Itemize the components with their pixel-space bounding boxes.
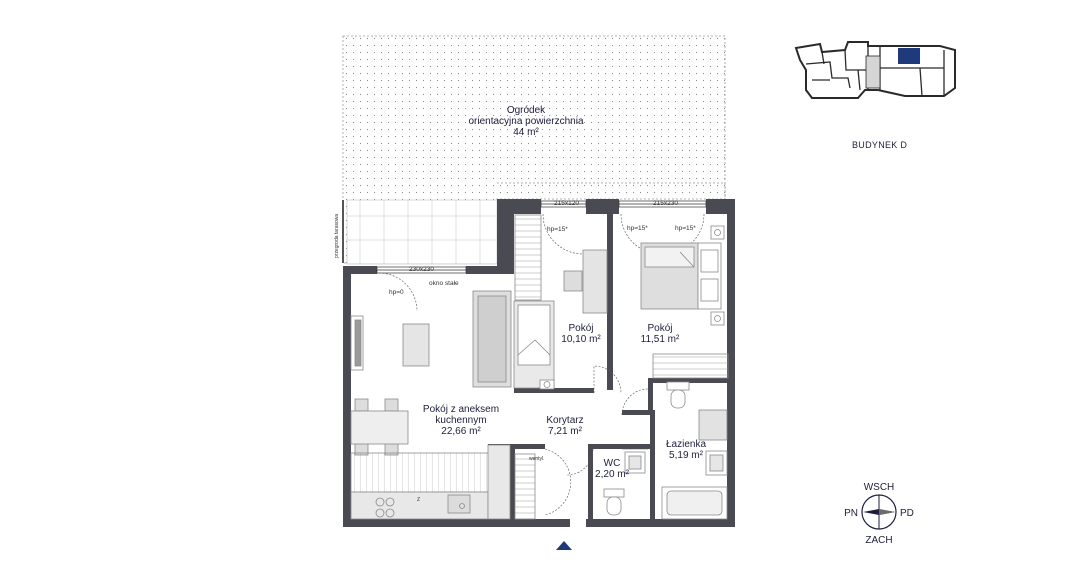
hp-15-label-c: hp=15* [675, 225, 696, 232]
corridor-area: 7,21 m² [548, 426, 583, 437]
compass-rose-icon: WSCH ZACH PN PD [844, 482, 914, 546]
corridor-label: Korytarz [546, 415, 583, 426]
living-label-line-1: Pokój z aneksem [423, 404, 499, 415]
compass-right: PD [900, 508, 914, 519]
bedroom-2-furniture [640, 225, 729, 379]
bedroom-2-label: Pokój [647, 323, 672, 334]
building-key-plan: BUDYNEK D [794, 41, 956, 150]
living-area: 22,66 m² [441, 426, 481, 437]
hp-0-label: hp=0 [389, 289, 404, 296]
annotations: 230x230 215x120 215x230 okno stałe hp=0 … [334, 200, 696, 462]
compass-left: PN [844, 508, 858, 519]
highlighted-apartment [898, 48, 920, 64]
building-label: BUDYNEK D [852, 140, 907, 150]
compass-top: WSCH [864, 482, 895, 493]
garden-area-value: 44 m² [513, 127, 539, 138]
wc-area: 2,20 m² [595, 469, 630, 480]
room-labels: Ogródek orientacyjna powierzchnia 44 m² … [423, 105, 707, 480]
garden-label-line-2: orientacyjna powierzchnia [468, 116, 584, 127]
windows [376, 200, 707, 274]
window-2-size: 215x120 [554, 200, 579, 207]
living-furniture [350, 290, 512, 520]
fixed-window-label: okno stałe [429, 280, 459, 287]
compass-bottom: ZACH [865, 535, 892, 546]
terrace [346, 199, 498, 265]
living-label-line-2: kuchennym [435, 415, 486, 426]
hp-15-label-a: hp=15* [547, 226, 568, 233]
window-3-size: 215x230 [653, 200, 678, 207]
bathroom-label: Łazienka [666, 439, 706, 450]
bedroom-1-area: 10,10 m² [561, 334, 601, 345]
wc-fixtures [514, 451, 646, 520]
bathroom-fixtures [661, 381, 728, 520]
door-swings [378, 213, 705, 516]
bedroom-1-label: Pokój [568, 323, 593, 334]
garden-label-line-1: Ogródek [507, 105, 546, 116]
wc-label: WC [604, 458, 621, 469]
walls [343, 199, 735, 527]
entrance-marker [556, 541, 572, 550]
bathroom-area: 5,19 m² [669, 450, 704, 461]
vent-label: wentyl. [529, 456, 545, 462]
privacy-screen-label: przegroda tarasowa [334, 214, 340, 258]
hp-15-label-b: hp=15* [627, 225, 648, 232]
window-1-size: 230x230 [409, 266, 434, 273]
bedroom-2-area: 11,51 m² [641, 334, 680, 345]
fridge-mark: Z [417, 497, 420, 503]
bedroom-1-furniture [513, 214, 608, 390]
